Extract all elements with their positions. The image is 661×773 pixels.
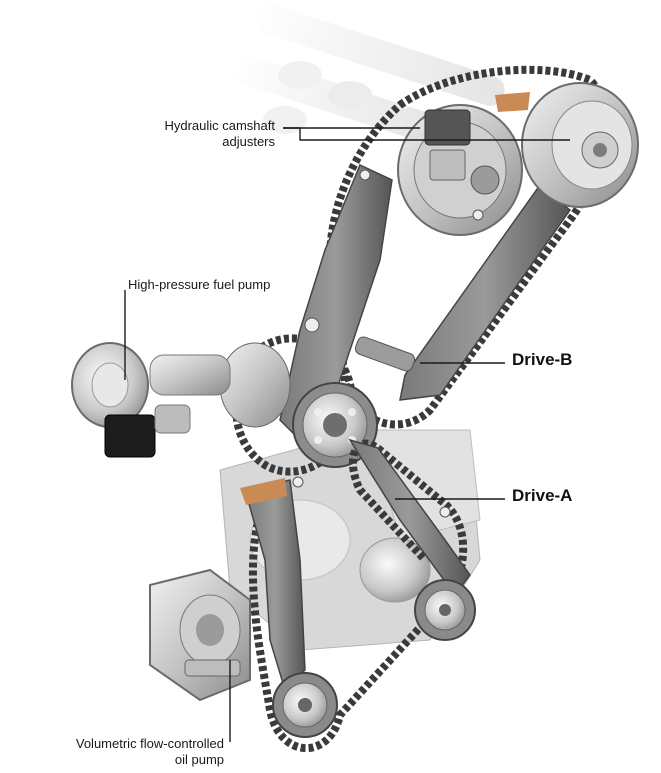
high-pressure-fuel-pump — [71, 342, 231, 458]
label-fuel-pump: High-pressure fuel pump — [128, 277, 271, 292]
oil-pump-sprocket — [272, 672, 338, 738]
drive-a-chain — [248, 439, 468, 753]
label-oil-pump: Volumetric flow-controlled oil pump — [76, 736, 224, 768]
camshaft-adjuster-intake — [397, 104, 523, 236]
crankshaft-sprocket — [414, 579, 476, 641]
balance-shaft-housing — [219, 342, 291, 428]
camshaft-adjuster-exhaust — [495, 82, 639, 208]
label-camshaft-adjusters-line1: Hydraulic camshaft — [164, 118, 275, 133]
drive-a-guide-rail — [348, 438, 471, 597]
label-drive-a: Drive-A — [512, 486, 573, 505]
label-oil-pump-line1: Volumetric flow-controlled — [75, 736, 224, 751]
leader-lines — [124, 127, 570, 742]
label-oil-pump-line2: oil pump — [174, 752, 224, 767]
label-camshaft-adjusters: Hydraulic camshaft adjusters — [164, 118, 275, 150]
label-drive-b: Drive-B — [512, 350, 573, 369]
oil-pump — [149, 568, 251, 702]
leader-camshaft-exhaust — [283, 127, 570, 141]
drive-b-chain — [232, 65, 609, 476]
label-camshaft-adjusters-line2: adjusters — [222, 134, 275, 149]
